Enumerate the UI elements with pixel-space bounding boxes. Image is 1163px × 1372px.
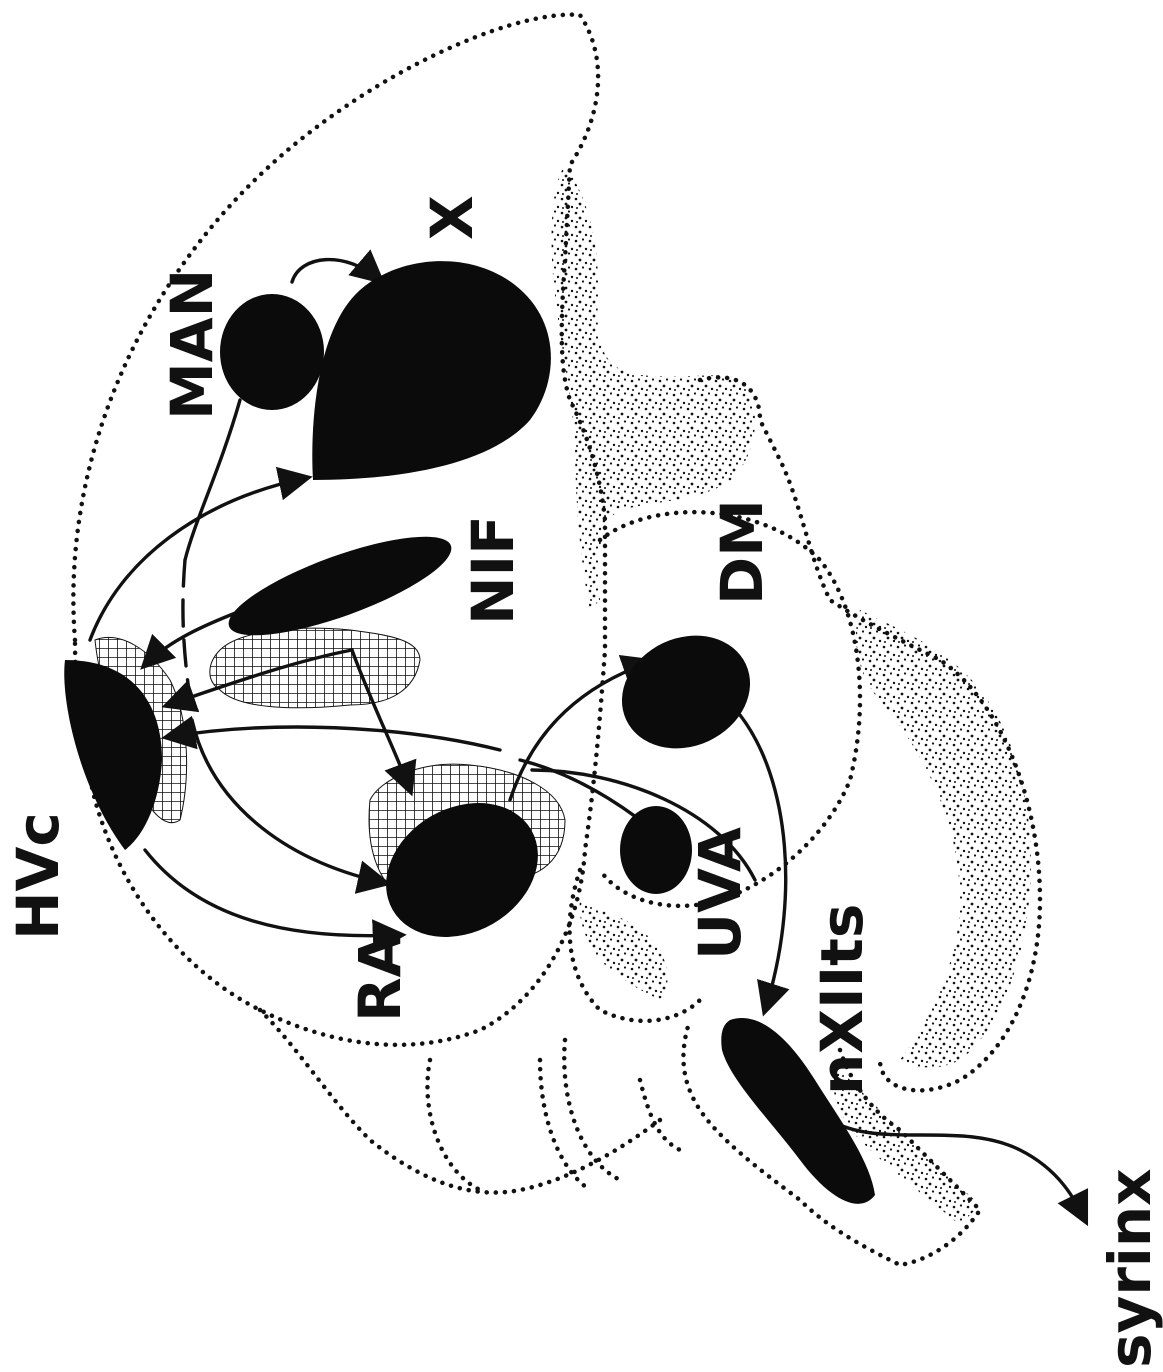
line-man-dashed [183,560,190,700]
arrow-hvc-to-ra [145,850,400,936]
label-hvc: HVc [4,812,72,940]
label-nif: NIF [459,515,527,625]
label-x: X [418,195,486,240]
arrow-dlm-to-hvc [168,727,500,750]
uva-nucleus [620,806,692,894]
arrow-man-to-x [292,260,380,282]
arrow-man-to-ra [192,720,385,883]
label-uva: UVA [686,827,754,960]
line-man-descending [185,400,240,560]
label-dm: DM [708,499,776,605]
label-nxiits: nXIIts [808,904,876,1095]
dm-nucleus [603,615,768,769]
connecting-hatch [210,628,420,708]
label-man: MAN [158,269,226,420]
label-syrinx: syrinx [1096,1168,1163,1368]
label-ra: RA [346,932,414,1022]
x-nucleus [312,261,551,480]
man-nucleus [220,294,324,410]
